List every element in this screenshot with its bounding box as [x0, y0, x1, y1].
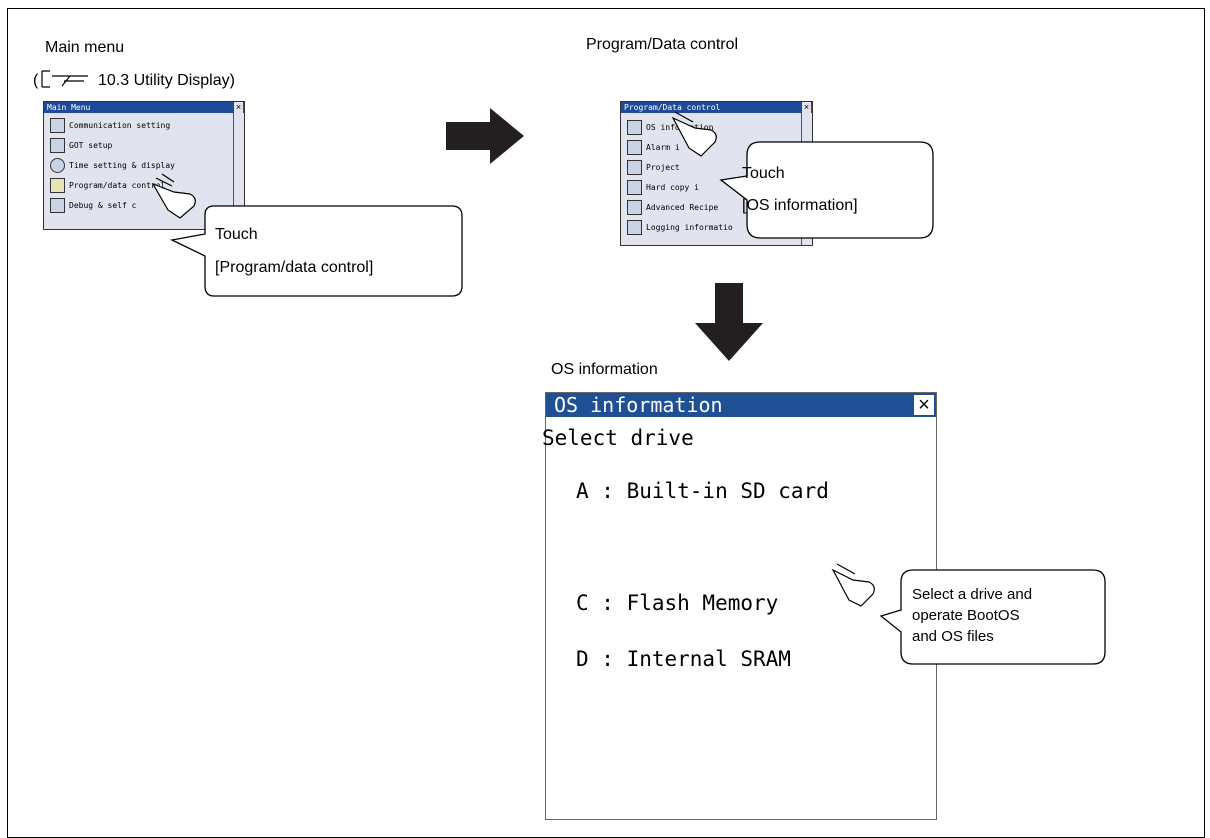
main-menu-caption: Main menu	[45, 39, 125, 56]
drive-a-button[interactable]: A : Built-in SD card	[576, 479, 829, 503]
os-titlebar: OS information	[546, 393, 936, 417]
close-icon[interactable]: ×	[914, 395, 934, 415]
callout-touch-text: Touch	[742, 165, 785, 182]
alarm-icon	[627, 139, 642, 155]
callout-bubble	[151, 173, 463, 297]
clock-icon	[50, 157, 65, 173]
drive-c-button[interactable]: C : Flash Memory	[576, 591, 779, 615]
callout-bubble	[671, 111, 934, 239]
menu-item-project[interactable]: Project	[627, 158, 680, 176]
pointing-hand-icon	[831, 563, 875, 607]
callout-target-text: [Program/data control]	[215, 259, 374, 276]
menu-item-time-setting[interactable]: Time setting & display	[50, 156, 175, 174]
menu-item-communication[interactable]: Communication setting	[50, 116, 170, 134]
pointing-hand-icon	[151, 173, 196, 219]
reference-hand-icon	[41, 70, 88, 88]
close-icon[interactable]: ×	[802, 102, 811, 113]
project-icon	[627, 159, 642, 175]
close-icon[interactable]: ×	[234, 102, 243, 113]
arrow-down-icon	[695, 283, 763, 361]
callout-target-text: [OS information]	[742, 197, 858, 214]
os-icon	[627, 119, 642, 135]
pointing-hand-icon	[671, 111, 717, 157]
callout-touch-text: Touch	[215, 226, 258, 243]
program-titlebar: Program/Data control	[621, 102, 812, 113]
menu-item-alarm[interactable]: Alarm i	[627, 138, 680, 156]
menu-item-debug[interactable]: Debug & self c	[50, 196, 136, 214]
folder-icon	[50, 177, 65, 193]
menu-item-logging[interactable]: Logging informatio	[627, 218, 733, 236]
menu-item-advanced-recipe[interactable]: Advanced Recipe	[627, 198, 718, 216]
menu-item-got-setup[interactable]: GOT setup	[50, 136, 112, 154]
arrow-right-icon	[446, 108, 524, 164]
communication-icon	[50, 117, 65, 133]
program-caption: Program/Data control	[586, 36, 739, 53]
drive-d-button[interactable]: D : Internal SRAM	[576, 647, 791, 671]
got-setup-icon	[50, 137, 65, 153]
reference-prefix: (	[33, 72, 39, 89]
logging-icon	[627, 219, 642, 235]
menu-item-hard-copy[interactable]: Hard copy i	[627, 178, 699, 196]
reference-text[interactable]: 10.3 Utility Display)	[98, 72, 235, 89]
callout-line-1: Select a drive and	[912, 586, 1033, 603]
os-information-screen: OS information × Select drive A : Built-…	[542, 392, 937, 820]
recipe-icon	[627, 199, 642, 215]
callout-line-2: operate BootOS	[912, 607, 1020, 624]
select-drive-label: Select drive	[542, 426, 694, 450]
scrollbar[interactable]	[233, 113, 244, 207]
main-menu-titlebar: Main Menu	[44, 102, 244, 113]
hard-copy-icon	[627, 179, 642, 195]
callout-bubble	[831, 563, 1106, 665]
callout-line-3: and OS files	[912, 628, 994, 645]
os-caption: OS information	[551, 361, 658, 378]
debug-icon	[50, 197, 65, 213]
menu-item-program-data[interactable]: Program/data control	[50, 176, 165, 194]
